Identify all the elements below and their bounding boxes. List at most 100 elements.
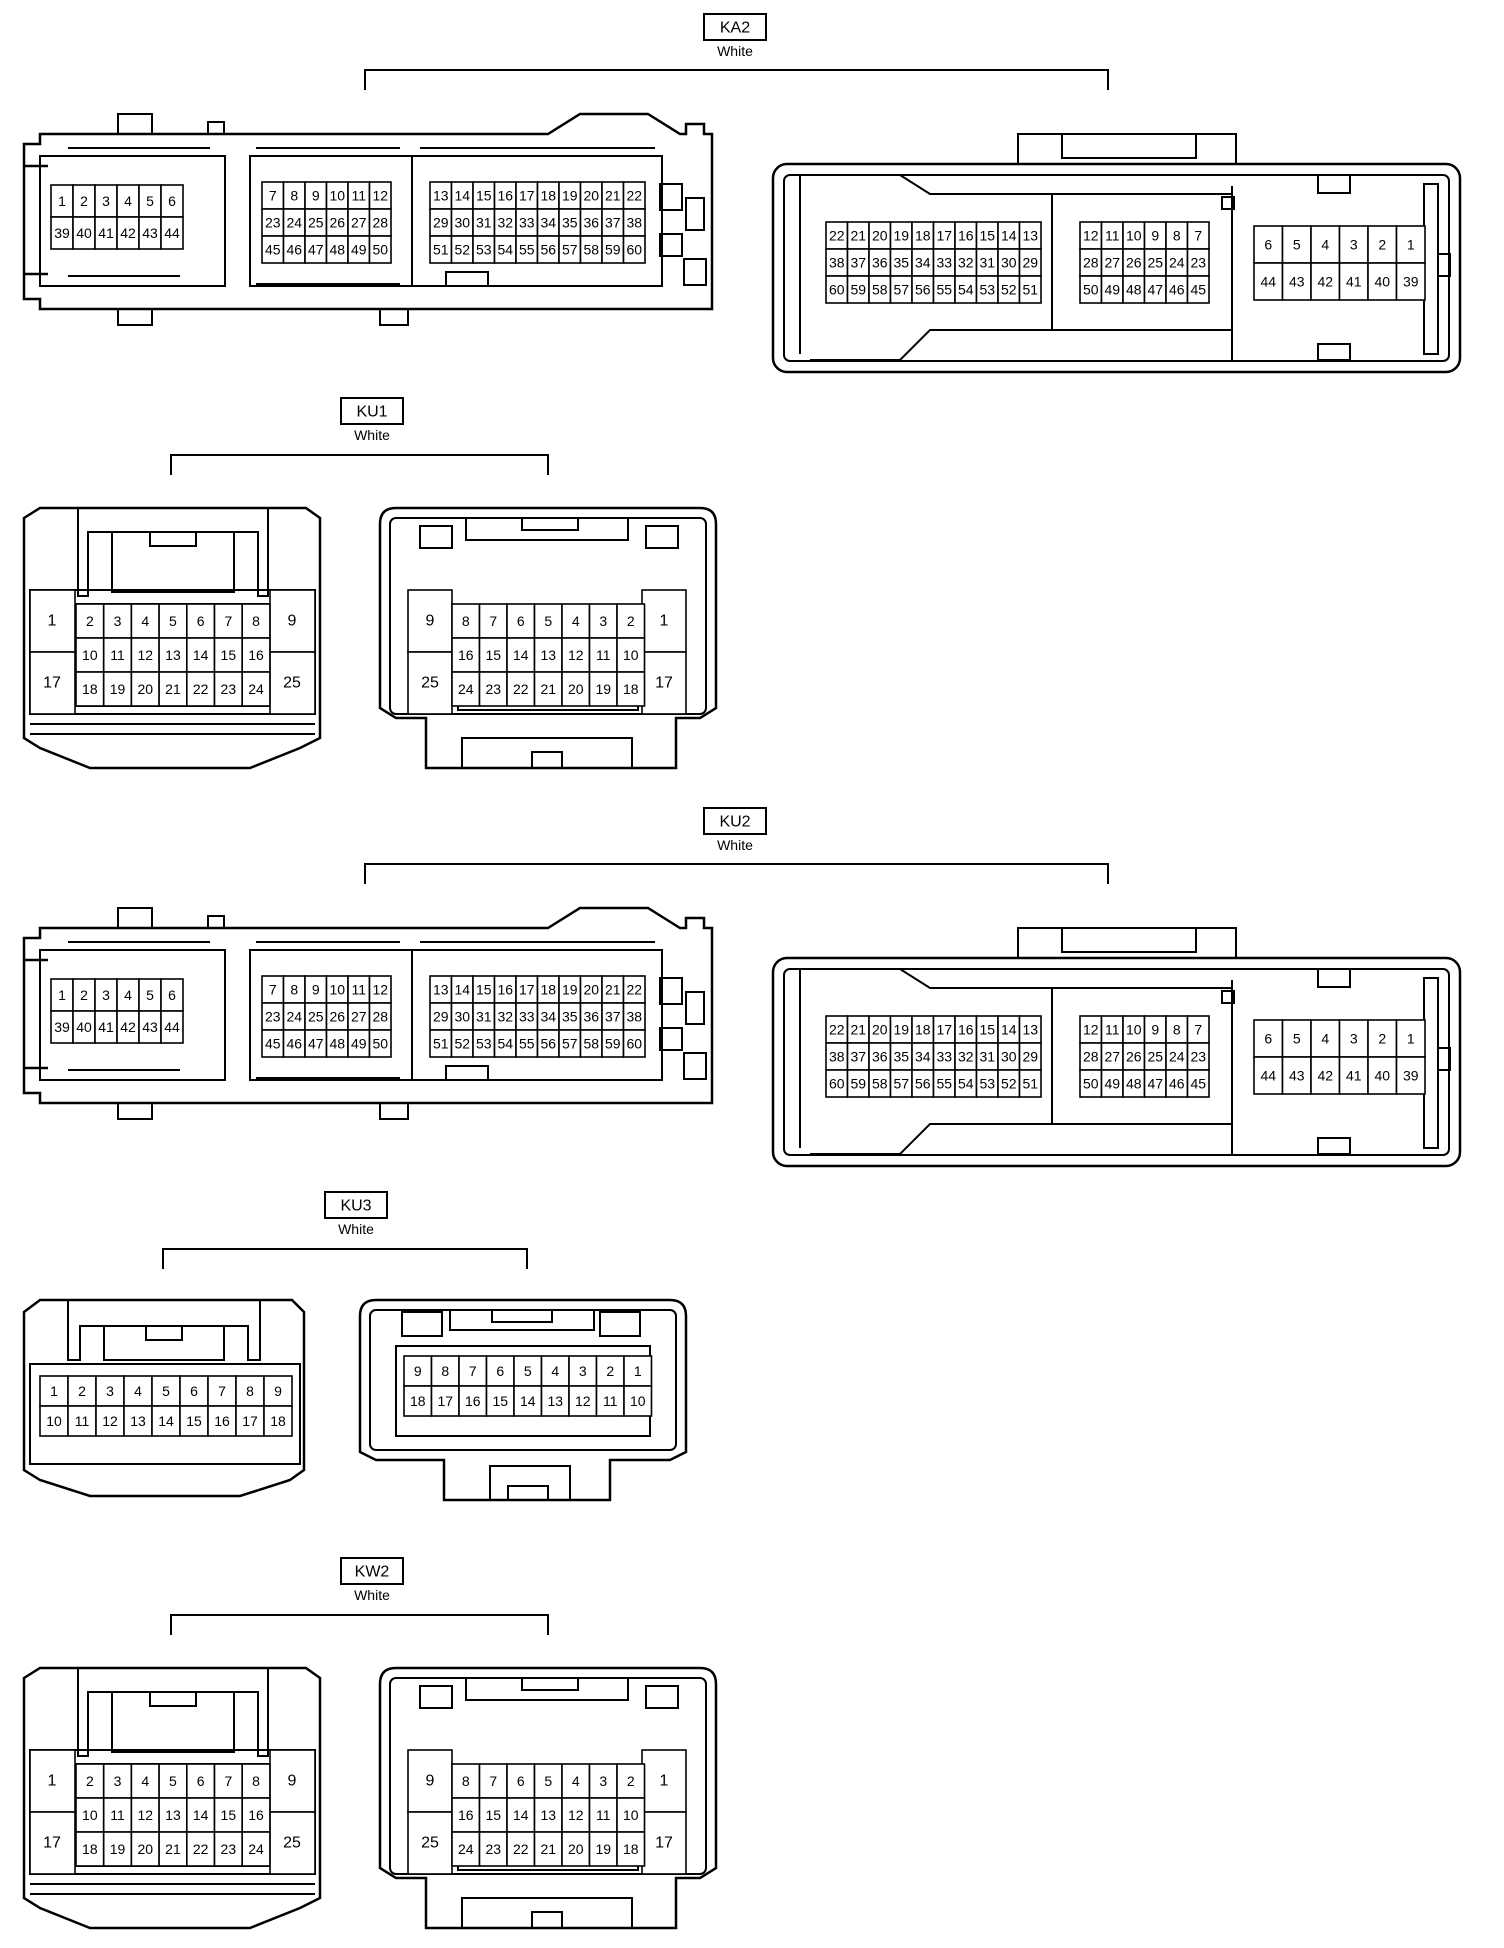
pin-cell	[616, 1831, 646, 1867]
pin-number: 51	[1022, 282, 1038, 298]
pin-number: 28	[1083, 1049, 1099, 1065]
pin-number: 13	[433, 188, 449, 204]
pin-number: 30	[1001, 1049, 1017, 1065]
pin-number: 33	[519, 1009, 535, 1025]
pin-cell	[1395, 1056, 1426, 1095]
pin-number: 18	[540, 982, 556, 998]
pin-number: 4	[1321, 237, 1329, 253]
pin-number: 11	[596, 1807, 611, 1823]
pin-number: 13	[540, 647, 556, 663]
pin-number: 44	[1260, 274, 1276, 290]
pin-number: 7	[269, 982, 277, 998]
pin-number: 54	[958, 1076, 974, 1092]
pin-number: 47	[1147, 1076, 1163, 1092]
pin-number: 55	[936, 282, 952, 298]
pin-number: 2	[86, 613, 94, 629]
pin-number: 15	[485, 1807, 501, 1823]
pin-number: 1	[58, 987, 66, 1003]
pin-number: 4	[1321, 1031, 1329, 1047]
pin-cell	[616, 603, 646, 639]
pin-number: 6	[1264, 237, 1272, 253]
pin-number: 42	[120, 225, 136, 241]
pin-number: 1	[58, 193, 66, 209]
pin-number: 15	[186, 1413, 202, 1429]
connector-color: White	[354, 1587, 390, 1603]
pin-number: 27	[1104, 255, 1120, 271]
pin-number: 10	[1126, 1022, 1142, 1038]
pin-cell	[1281, 225, 1312, 264]
pin-number: 56	[915, 282, 931, 298]
pin-number: 4	[572, 1773, 580, 1789]
pin-number: 17	[242, 1413, 258, 1429]
pin-cell	[160, 216, 184, 250]
pin-number: 51	[1022, 1076, 1038, 1092]
pin-number: 17	[936, 1022, 952, 1038]
pin-number: 51	[433, 242, 449, 258]
pin-number: 4	[141, 1773, 149, 1789]
pin-number: 23	[485, 1841, 501, 1857]
pin-cell	[130, 671, 160, 707]
pin-cell	[1395, 262, 1426, 301]
pin-number: 1	[50, 1383, 58, 1399]
pin-number: 18	[623, 681, 639, 697]
pin-number: 22	[193, 681, 209, 697]
pin-cell	[186, 637, 216, 673]
pin-number: 36	[872, 1049, 888, 1065]
pin-cell	[368, 235, 392, 264]
pin-number: 15	[979, 228, 995, 244]
pin-cell	[213, 1831, 244, 1867]
pin-number: 8	[290, 188, 298, 204]
pin-number: 24	[286, 1009, 302, 1025]
pin-number: 3	[1350, 237, 1358, 253]
pin-number: 12	[137, 647, 153, 663]
pin-number: 20	[583, 982, 599, 998]
pin-number: 48	[1126, 282, 1142, 298]
pin-number: 13	[1022, 228, 1038, 244]
pin-cell	[616, 671, 646, 707]
pin-cell	[151, 1375, 181, 1407]
pin-number: 11	[1105, 228, 1120, 244]
pin-number: 9	[1151, 1022, 1159, 1038]
pin-number: 33	[519, 215, 535, 231]
pin-cell	[241, 671, 271, 707]
connector-id: KU3	[340, 1198, 371, 1215]
pin-cell	[263, 1405, 293, 1437]
pin-number: 58	[872, 282, 888, 298]
pin-number: 6	[517, 613, 525, 629]
pin-number: 12	[575, 1393, 591, 1409]
pin-number: 53	[476, 242, 492, 258]
pin-number: 12	[568, 647, 584, 663]
pin-number: 43	[1289, 1068, 1305, 1084]
pin-number: 4	[572, 613, 580, 629]
pin-number: 17	[519, 188, 535, 204]
pin-cell	[1395, 225, 1426, 264]
pin-number: 23	[221, 681, 237, 697]
pin-number: 9	[288, 613, 297, 630]
pin-number: 19	[562, 982, 578, 998]
pin-number: 3	[114, 613, 122, 629]
pin-number: 34	[915, 255, 931, 271]
pin-number: 1	[1407, 1031, 1415, 1047]
pin-cell	[403, 1385, 433, 1417]
pin-number: 21	[165, 1841, 181, 1857]
pin-number: 6	[197, 1773, 205, 1789]
pin-cell	[102, 1763, 133, 1799]
pin-number: 16	[958, 1022, 974, 1038]
pin-number: 36	[872, 255, 888, 271]
pin-number: 12	[372, 982, 388, 998]
pin-number: 9	[312, 188, 320, 204]
pin-number: 57	[562, 1036, 578, 1052]
pin-number: 1	[634, 1363, 642, 1379]
pin-cell	[1338, 1056, 1369, 1095]
